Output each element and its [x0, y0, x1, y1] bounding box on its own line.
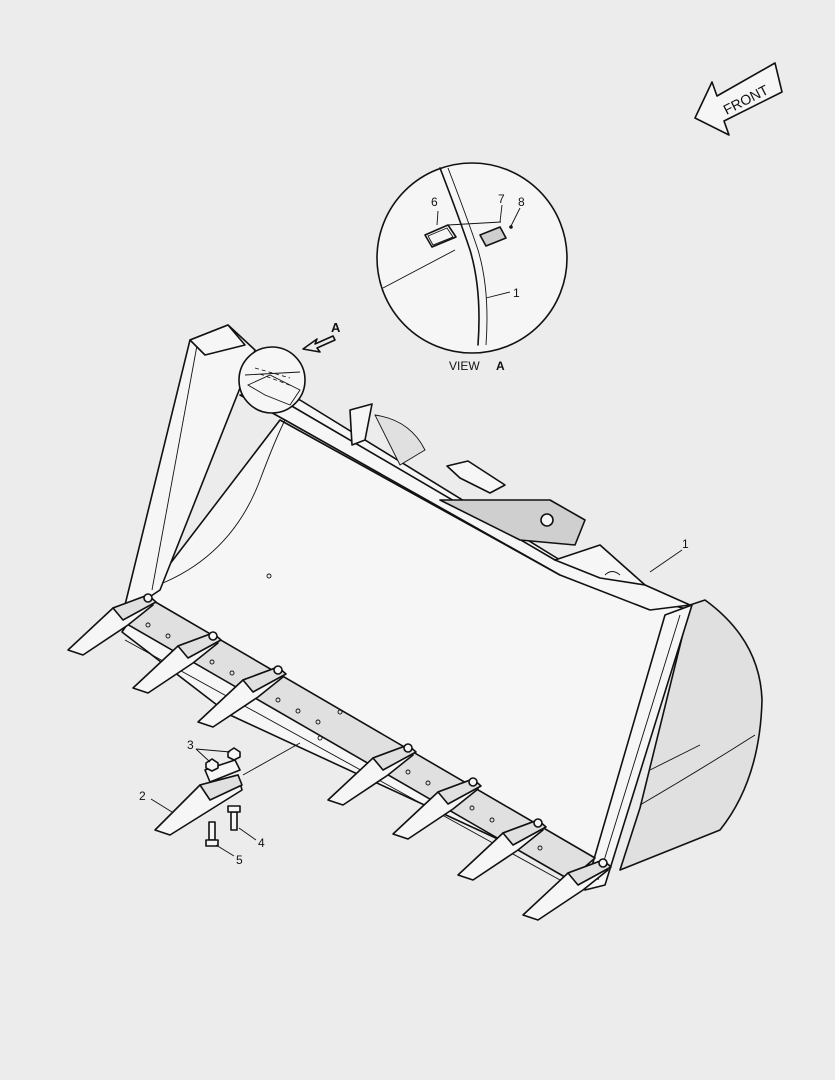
callout-4: 4 — [258, 836, 265, 850]
cutting-edge-holes — [145, 622, 543, 851]
callout-1-main: 1 — [682, 537, 689, 551]
bucket-teeth — [67, 593, 612, 921]
view-a-arrow: A — [302, 320, 341, 353]
tooth — [392, 777, 482, 840]
callouts: 6 7 8 1 1 3 2 4 5 — [139, 192, 689, 867]
callout-5: 5 — [236, 853, 243, 867]
tooth — [522, 858, 612, 921]
view-letter: A — [496, 359, 505, 373]
nut — [205, 758, 219, 772]
tooth — [67, 593, 157, 656]
detail-view-a — [376, 162, 568, 354]
callout-7: 7 — [498, 192, 505, 206]
detail-circle-small — [238, 346, 306, 414]
callout-6: 6 — [431, 195, 438, 209]
tooth — [132, 631, 222, 694]
bolt — [205, 821, 219, 847]
bolt — [227, 805, 241, 831]
bucket-body — [119, 324, 763, 891]
tooth — [457, 818, 547, 881]
callout-8: 8 — [518, 195, 525, 209]
decal-7 — [479, 226, 507, 247]
decal-6 — [424, 224, 457, 248]
view-marker: A — [331, 320, 341, 335]
view-label: VIEW — [449, 359, 480, 373]
callout-3: 3 — [187, 738, 194, 752]
tooth — [197, 665, 287, 728]
nut — [227, 747, 241, 761]
callout-2: 2 — [139, 789, 146, 803]
callout-1-detail: 1 — [513, 286, 520, 300]
exploded-tooth-assembly — [154, 742, 301, 847]
front-arrow: FRONT — [694, 62, 783, 136]
tooth — [327, 743, 417, 806]
